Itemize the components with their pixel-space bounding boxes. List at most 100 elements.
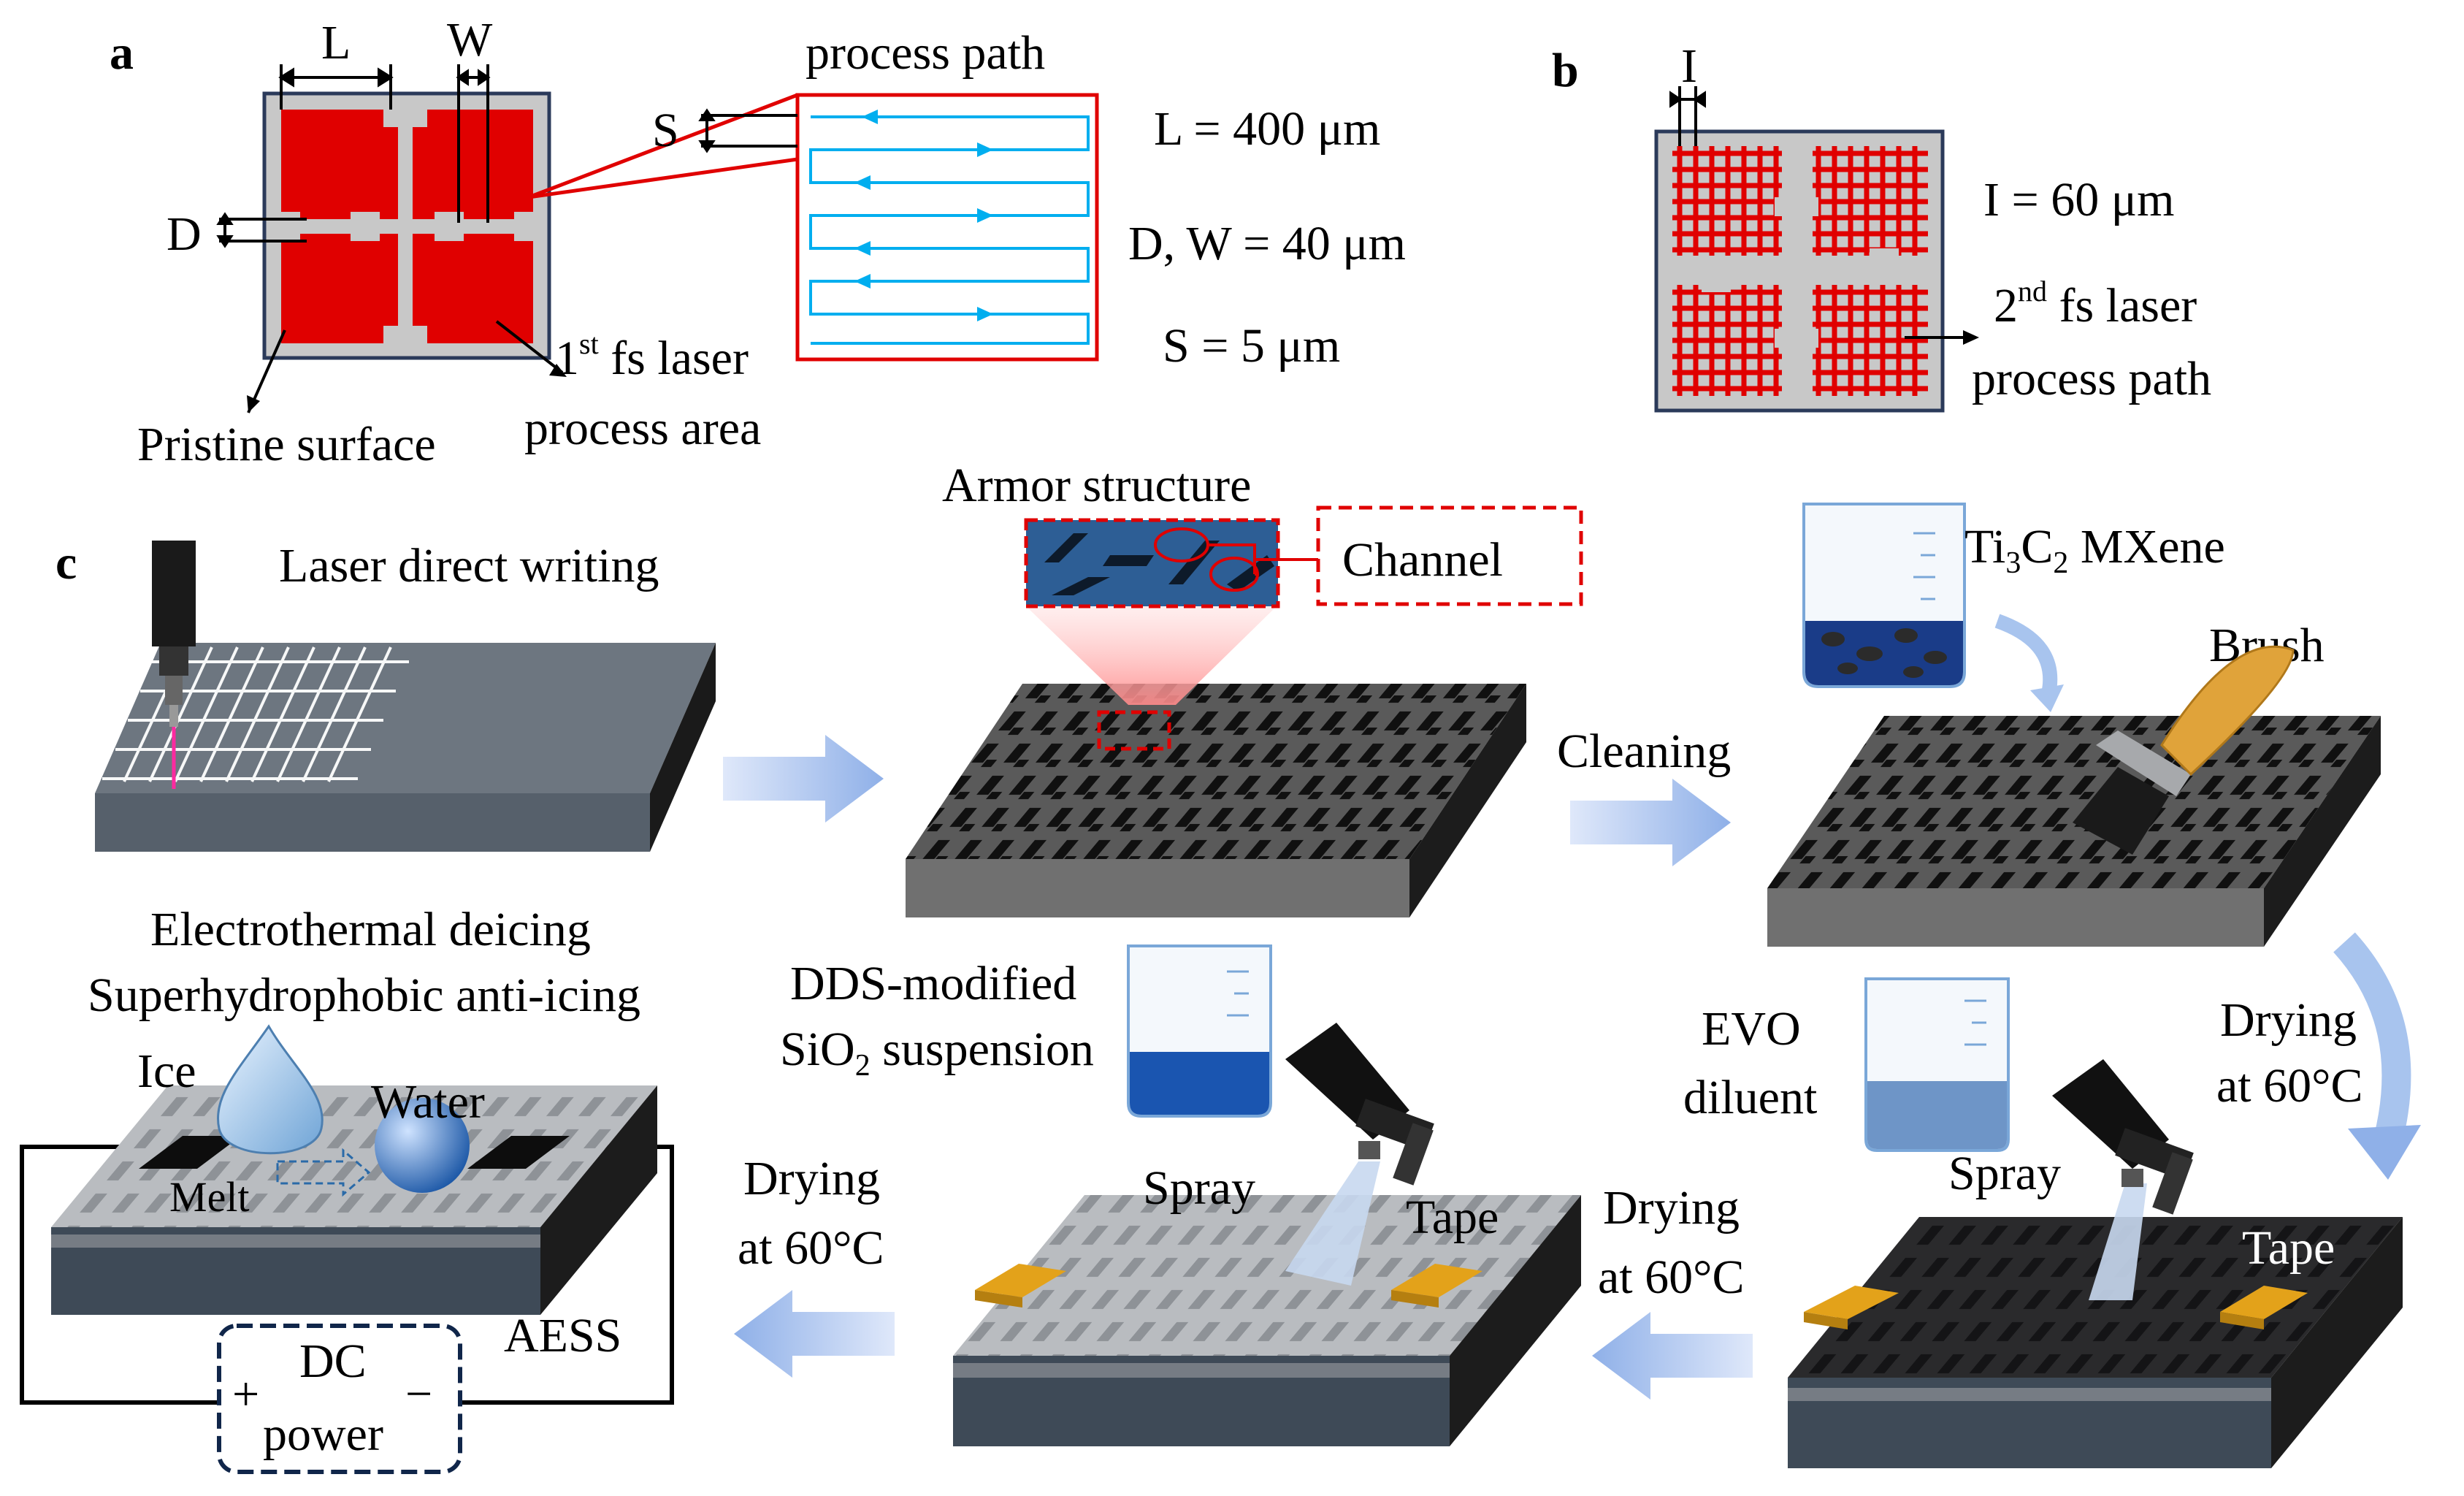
water-label: Water <box>371 1075 485 1129</box>
tape-right-5 <box>1391 1264 1482 1297</box>
dim-L-label: L <box>321 16 351 69</box>
slab-step3 <box>1767 645 2381 947</box>
arrow-drying-left <box>734 1290 895 1378</box>
dim-W <box>456 64 491 223</box>
evo-2: diluent <box>1683 1071 1817 1124</box>
laser-path-leader-head <box>1963 330 1979 345</box>
spray-gun-4 <box>2052 1059 2194 1215</box>
mxene-beaker <box>1802 503 1966 688</box>
mxene-label: Ti3C2 MXene <box>1964 520 2225 580</box>
channel-label: Channel <box>1342 533 1503 587</box>
zoom-box <box>1097 710 1171 751</box>
serpentine-path <box>809 115 1090 345</box>
drying-left-2: at 60°C <box>738 1221 884 1275</box>
panel-c: c Laser direct writing <box>20 459 2421 1474</box>
dc-1: DC <box>299 1335 367 1388</box>
dc-power-box <box>217 1324 462 1474</box>
process-area-line1: 1st fs laser <box>555 327 749 385</box>
aess-label: AESS <box>504 1309 621 1362</box>
cleaning-label: Cleaning <box>1557 725 1731 778</box>
spray-cone-4 <box>2089 1183 2147 1300</box>
tape-right-4 <box>2220 1286 2308 1319</box>
tape-2: Tape <box>1406 1191 1499 1244</box>
slab-step4 <box>1788 1183 2403 1468</box>
dc-minus: − <box>405 1367 432 1421</box>
drying-right-2: at 60°C <box>2216 1059 2363 1113</box>
spray-1: Spray <box>1948 1147 2061 1200</box>
channel-notches <box>281 110 533 343</box>
ice-drop <box>217 1024 324 1155</box>
step1-label: Laser direct writing <box>279 539 659 592</box>
arrow-step1-to-2 <box>723 735 884 823</box>
dc-plus: + <box>232 1367 259 1421</box>
arrow-cleaning <box>1570 779 1731 866</box>
brush-handle <box>2160 645 2295 776</box>
brush-bristles <box>2073 767 2169 855</box>
panel-a-label: a <box>110 26 134 80</box>
dds-2: SiO2 suspension <box>780 1023 1094 1083</box>
electrode-left <box>139 1136 241 1169</box>
arrow-down-right-head <box>2348 1125 2421 1180</box>
armor-inset <box>1024 518 1318 608</box>
evo-1: EVO <box>1702 1002 1801 1056</box>
brush-ferrule <box>2096 730 2191 796</box>
laser-path-line1: 2nd fs laser <box>1994 275 2197 332</box>
dds-1: DDS-modified <box>790 957 1076 1010</box>
dim-D-label: D <box>167 207 202 261</box>
panel-c-label: c <box>56 536 77 589</box>
drying-right-1: Drying <box>2220 993 2357 1047</box>
pour-arrow-head <box>2030 684 2064 712</box>
dim-S <box>698 108 797 153</box>
pristine-leader-head <box>247 395 260 413</box>
process-area-leader <box>495 320 564 374</box>
process-area-line2: process area <box>524 402 761 455</box>
path-arrows <box>854 110 993 321</box>
drying-left-1: Drying <box>743 1152 880 1205</box>
arrow-drying-mid <box>1592 1312 1753 1400</box>
dds-beaker <box>1127 944 1272 1118</box>
tape-left-5 <box>975 1264 1066 1297</box>
drying-mid-2: at 60°C <box>1598 1251 1745 1304</box>
zoom-cone <box>1026 606 1277 705</box>
dim-I <box>1669 86 1706 146</box>
tape-left-4 <box>1804 1286 1899 1319</box>
process-area-leader-head <box>549 364 567 377</box>
spray-cone-5 <box>1285 1161 1380 1286</box>
slab-final <box>51 1024 657 1315</box>
panel-b-label: b <box>1552 44 1579 97</box>
param-I: I = 60 μm <box>1983 173 2174 226</box>
pour-arrow <box>1994 614 2058 696</box>
slab-step2 <box>906 606 1526 917</box>
dim-W-label: W <box>447 13 493 66</box>
electrode-right <box>467 1136 570 1169</box>
laser-process-area <box>281 110 533 343</box>
spray-gun-5 <box>1285 1023 1434 1186</box>
panel-b: b I I = <box>1552 39 2211 413</box>
panel-b-notches <box>1669 143 1932 399</box>
process-path-title: process path <box>806 26 1045 80</box>
param-S: S = 5 μm <box>1163 319 1340 373</box>
pristine-label: Pristine surface <box>137 418 436 471</box>
melt-label: Melt <box>169 1173 250 1221</box>
dim-D <box>216 212 307 248</box>
param-DW: D, W = 40 μm <box>1128 217 1406 270</box>
dim-L <box>278 64 394 110</box>
zoom-lines <box>528 93 1099 362</box>
spray-2: Spray <box>1143 1161 1255 1215</box>
slab-step5 <box>953 1161 1581 1446</box>
drying-mid-1: Drying <box>1603 1181 1740 1234</box>
ice-label: Ice <box>137 1045 196 1098</box>
water-ball <box>375 1098 470 1193</box>
arrow-down-right <box>2333 932 2411 1143</box>
slab-step1 <box>95 541 716 852</box>
armor-label: Armor structure <box>942 459 1251 512</box>
deice-2: Superhydrophobic anti-icing <box>88 969 640 1022</box>
deice-1: Electrothermal deicing <box>150 903 591 956</box>
param-L: L = 400 μm <box>1154 102 1380 156</box>
evo-beaker <box>1864 977 2010 1152</box>
tape-1: Tape <box>2242 1221 2335 1275</box>
laser-path-line2: process path <box>1972 352 2211 405</box>
channel-box <box>1316 505 1583 606</box>
